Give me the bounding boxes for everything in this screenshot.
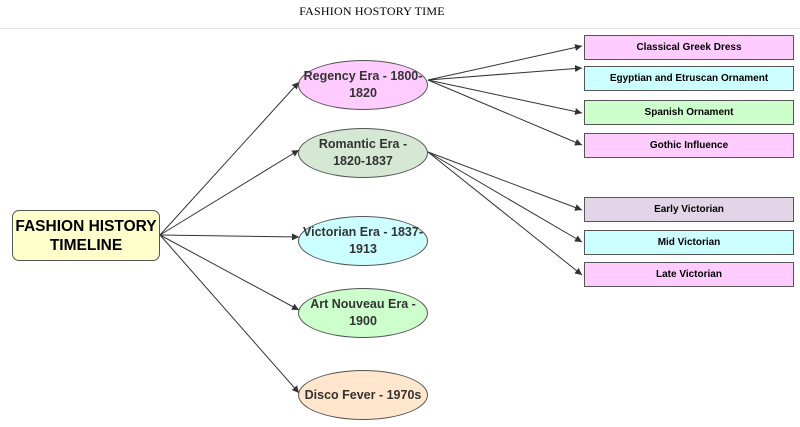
era-node-regency[interactable]: Regency Era - 1800-1820 xyxy=(298,60,428,110)
edge-root-to-era-4 xyxy=(159,234,300,394)
edge-era-to-subtopic-1 xyxy=(427,65,583,81)
era-node-art-nouveau[interactable]: Art Nouveau Era - 1900 xyxy=(298,288,428,338)
edge-era-to-subtopic-5 xyxy=(427,151,583,243)
edge-era-to-subtopic-2 xyxy=(427,79,583,115)
edge-era-to-subtopic-0 xyxy=(427,44,583,81)
edge-root-to-era-1 xyxy=(159,149,300,236)
title-bar: FASHION HOSTORY TIME xyxy=(0,0,800,29)
subtopic-classical-greek-dress[interactable]: Classical Greek Dress xyxy=(584,35,794,60)
edge-root-to-era-2 xyxy=(159,233,300,241)
subtopic-gothic-influence[interactable]: Gothic Influence xyxy=(584,133,794,158)
era-node-disco[interactable]: Disco Fever - 1970s xyxy=(298,370,428,420)
edge-root-to-era-3 xyxy=(159,234,300,311)
edge-group xyxy=(159,44,583,394)
page-title: FASHION HOSTORY TIME xyxy=(299,4,445,18)
edge-era-to-subtopic-3 xyxy=(427,79,583,146)
subtopic-early-victorian[interactable]: Early Victorian xyxy=(584,197,794,222)
subtopic-egyptian-etruscan-ornament[interactable]: Egyptian and Etruscan Ornament xyxy=(584,66,794,91)
root-node[interactable]: FASHION HISTORY TIMELINE xyxy=(12,210,160,261)
era-node-victorian[interactable]: Victorian Era - 1837-1913 xyxy=(298,216,428,266)
edge-era-to-subtopic-6 xyxy=(427,151,583,276)
edge-era-to-subtopic-4 xyxy=(427,151,583,211)
era-node-romantic[interactable]: Romantic Era - 1820-1837 xyxy=(298,128,428,178)
subtopic-spanish-ornament[interactable]: Spanish Ornament xyxy=(584,100,794,125)
subtopic-mid-victorian[interactable]: Mid Victorian xyxy=(584,230,794,255)
edge-root-to-era-0 xyxy=(159,81,300,236)
subtopic-late-victorian[interactable]: Late Victorian xyxy=(584,262,794,287)
